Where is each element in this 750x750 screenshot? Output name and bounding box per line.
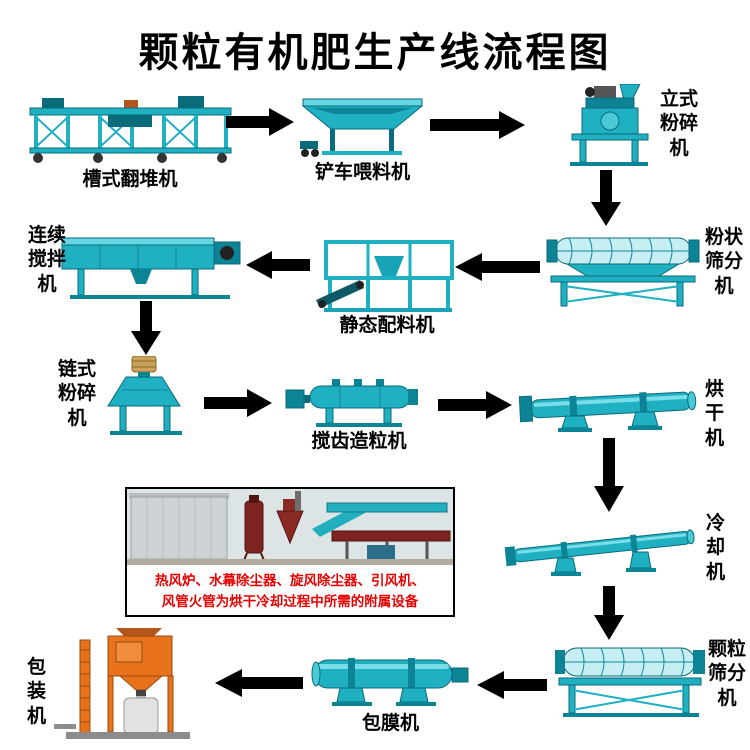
aux-caption-line1: 热风炉、水幕除尘器、旋风除尘器、引风机、: [155, 573, 425, 588]
powder-screener-illustration: [546, 237, 700, 307]
arrow-vertical-crusher-to-powder-screener-icon: [591, 170, 621, 226]
granulator-illustration: [285, 379, 418, 427]
auxiliary-equipment-photo: [127, 489, 453, 565]
dryer-illustration: [518, 391, 697, 432]
loader-feeder-illustration: [300, 98, 424, 157]
cooler-illustration: [504, 529, 695, 576]
arrow-chain-crusher-to-granulator-icon: [204, 389, 272, 417]
loader-feeder-label: 铲车喂料机: [314, 162, 410, 183]
arrow-batcher-to-mixer-icon: [246, 251, 310, 279]
arrow-dryer-to-cooler-icon: [594, 438, 624, 512]
dryer-label: 烘干机: [704, 379, 724, 449]
coating-machine-illustration: [311, 658, 469, 706]
packing-machine-illustration: [54, 628, 190, 739]
page-title: 颗粒有机肥生产线流程图: [138, 31, 612, 75]
aux-caption-line2: 风管火管为烘干冷却过程中所需的附属设备: [161, 594, 419, 610]
arrow-cooler-to-granule-screener-icon: [594, 586, 624, 640]
chain-crusher-label: 链式粉碎机: [57, 359, 96, 429]
static-batcher-illustration: [316, 240, 454, 312]
arrow-mixer-to-chain-crusher-icon: [131, 301, 161, 355]
vertical-crusher-label: 立式粉碎机: [659, 89, 698, 159]
arrow-granule-screener-to-coater-icon: [477, 671, 547, 699]
arrow-feeder-to-vertical-crusher-icon: [430, 111, 525, 139]
continuous-mixer-label: 连续搅拌机: [27, 225, 66, 295]
vertical-crusher-illustration: [570, 84, 649, 166]
coating-machine-label: 包膜机: [361, 713, 419, 734]
packing-machine-label: 包装机: [26, 657, 46, 727]
arrow-coater-to-packer-icon: [215, 669, 303, 697]
arrow-turner-to-feeder-icon: [226, 108, 294, 136]
auxiliary-equipment-box: 热风炉、水幕除尘器、旋风除尘器、引风机、 风管火管为烘干冷却过程中所需的附属设备: [125, 487, 455, 617]
chain-crusher-illustration: [107, 356, 182, 435]
arrow-granulator-to-dryer-icon: [438, 391, 512, 419]
arrow-powder-screener-to-batcher-icon: [455, 253, 540, 281]
trough-turner-illustration: [29, 96, 232, 163]
granule-screener-label: 颗粒筛分机: [707, 639, 746, 709]
granulator-label: 搅齿造粒机: [311, 431, 407, 452]
granule-screener-illustration: [555, 647, 705, 717]
continuous-mixer-illustration: [61, 237, 241, 299]
cooler-label: 冷却机: [705, 513, 725, 583]
powder-screener-label: 粉状筛分机: [704, 227, 743, 297]
trough-turner-label: 槽式翻堆机: [82, 169, 178, 190]
static-batcher-label: 静态配料机: [339, 315, 435, 336]
